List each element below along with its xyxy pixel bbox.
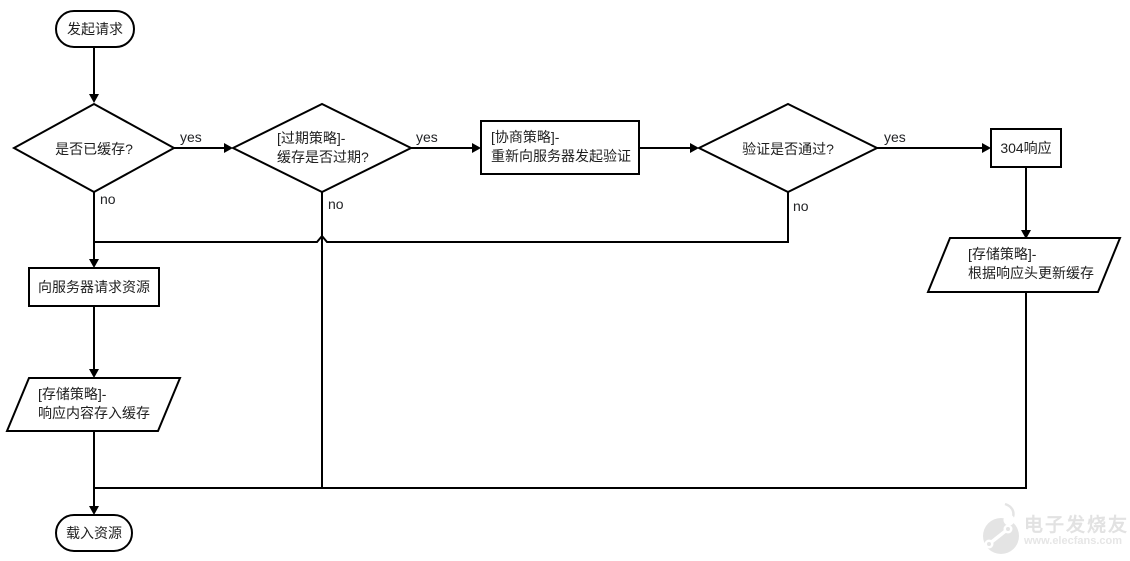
end-node-shape bbox=[55, 514, 133, 552]
watermark-url: www.elecfans.com bbox=[1024, 535, 1123, 547]
resp304-label: 304响应 bbox=[1000, 139, 1052, 156]
end-node-label: 载入资源 bbox=[66, 524, 122, 541]
validate-no-label: no bbox=[793, 198, 809, 214]
cache-no-label: no bbox=[100, 191, 116, 207]
validate-check-label: 验证是否通过? bbox=[742, 141, 834, 157]
validate-check-diamond-shape bbox=[696, 102, 880, 194]
expire-check-diamond-shape bbox=[230, 102, 414, 194]
resp304-rect-shape bbox=[990, 128, 1062, 168]
validate-yes-label: yes bbox=[884, 129, 906, 145]
arrowheads bbox=[89, 94, 1031, 515]
negotiate-label: [协商策略]- 重新向服务器发起验证 bbox=[491, 129, 631, 164]
elecfans-logo-icon bbox=[983, 502, 1019, 554]
request-server-label: 向服务器请求资源 bbox=[38, 278, 150, 295]
edge-validate-no bbox=[94, 192, 789, 243]
cache-yes-label: yes bbox=[180, 129, 202, 145]
store-save-label: [存储策略]- 响应内容存入缓存 bbox=[38, 386, 150, 421]
expire-yes-label: yes bbox=[416, 129, 438, 145]
negotiate-rect-shape bbox=[480, 120, 640, 175]
start-node-shape bbox=[55, 10, 135, 48]
expire-no-label: no bbox=[328, 196, 344, 212]
cache-check-label: 是否已缓存? bbox=[55, 141, 133, 157]
request-server-rect-shape bbox=[28, 267, 160, 307]
edge-store-update-to-end bbox=[94, 292, 1027, 489]
store-update-label: [存储策略]- 根据响应头更新缓存 bbox=[968, 246, 1094, 281]
watermark-brand: 电子发烧友 bbox=[1024, 515, 1130, 536]
store-update-parallelogram-shape bbox=[926, 237, 1122, 293]
expire-check-label: [过期策略]- 缓存是否过期? bbox=[277, 130, 369, 165]
store-save-parallelogram-shape bbox=[5, 377, 182, 432]
start-node-label: 发起请求 bbox=[67, 20, 123, 37]
cache-check-diamond-shape bbox=[11, 102, 177, 194]
